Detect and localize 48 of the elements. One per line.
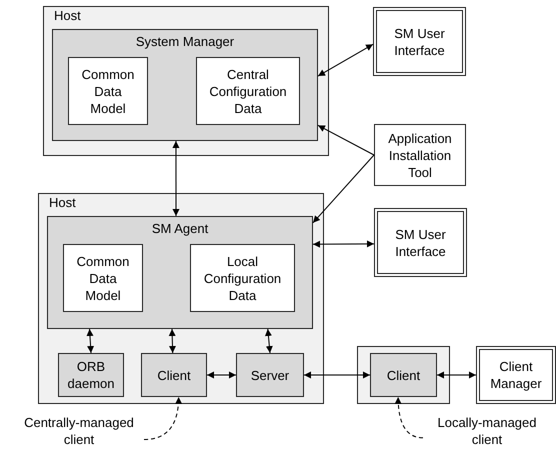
leader-line bbox=[144, 396, 182, 440]
arrow bbox=[318, 124, 374, 156]
arrow bbox=[312, 154, 374, 224]
host-box bbox=[43, 6, 329, 156]
leader-line bbox=[394, 396, 424, 438]
box-label: Common Data Model bbox=[76, 252, 130, 304]
component-box bbox=[47, 216, 313, 329]
external-box bbox=[476, 346, 556, 404]
data-box bbox=[196, 57, 300, 125]
process-box bbox=[236, 353, 304, 397]
callout-label: Centrally-managed client bbox=[23, 414, 135, 448]
external-box bbox=[373, 7, 466, 76]
external-box bbox=[374, 208, 467, 277]
box-label: SM User Interface bbox=[394, 226, 447, 260]
tool-box bbox=[374, 124, 466, 186]
box-label: Client Manager bbox=[489, 358, 543, 392]
data-box bbox=[190, 244, 295, 312]
host-box bbox=[38, 193, 324, 404]
box-label: Central Configuration Data bbox=[208, 66, 288, 116]
host-label: Host bbox=[49, 195, 76, 211]
component-title: SM Agent bbox=[150, 221, 210, 237]
box-label: Server bbox=[250, 366, 290, 384]
arrow bbox=[86, 328, 94, 354]
host-label: Host bbox=[54, 8, 81, 24]
data-box bbox=[63, 244, 143, 312]
arrow bbox=[168, 328, 176, 354]
box-label: ORB daemon bbox=[66, 358, 116, 392]
arrow bbox=[436, 372, 476, 378]
process-box bbox=[370, 353, 437, 397]
box-label: Application Installation Tool bbox=[387, 130, 453, 180]
box-label: SM User Interface bbox=[393, 24, 446, 58]
process-box bbox=[58, 353, 124, 397]
component-box bbox=[52, 29, 318, 141]
box-label: Local Configuration Data bbox=[202, 252, 282, 304]
callout-label: Locally-managed client bbox=[436, 414, 538, 448]
arrow bbox=[312, 240, 374, 248]
process-box bbox=[141, 353, 207, 397]
box-label: Client bbox=[386, 366, 420, 384]
arrow bbox=[318, 44, 374, 77]
arrow bbox=[172, 140, 180, 216]
component-title: System Manager bbox=[134, 34, 236, 50]
arrow bbox=[304, 372, 370, 378]
box-label: Client bbox=[157, 366, 191, 384]
arrow bbox=[264, 328, 273, 354]
box-label: Common Data Model bbox=[80, 66, 136, 116]
host-box bbox=[357, 346, 450, 404]
arrow bbox=[206, 372, 236, 378]
data-box bbox=[68, 57, 148, 125]
